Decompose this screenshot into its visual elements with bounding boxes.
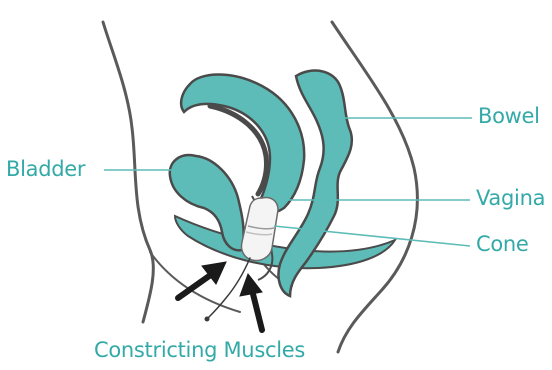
body-outline-left	[103, 22, 153, 322]
cone-label: Cone	[476, 232, 529, 256]
bowel-label: Bowel	[478, 104, 540, 128]
bladder-label: Bladder	[6, 157, 85, 181]
cone-string-end	[205, 317, 210, 322]
body-outline-right	[332, 22, 417, 352]
arrow-up-right-icon	[178, 262, 226, 298]
body-outline-thigh	[150, 252, 240, 312]
arrow-right-head	[240, 274, 262, 296]
arrow-right-shaft	[252, 290, 262, 330]
constricting-muscles-label: Constricting Muscles	[94, 338, 305, 362]
arrow-up-icon	[240, 274, 262, 330]
vagina-label: Vagina	[476, 186, 545, 210]
